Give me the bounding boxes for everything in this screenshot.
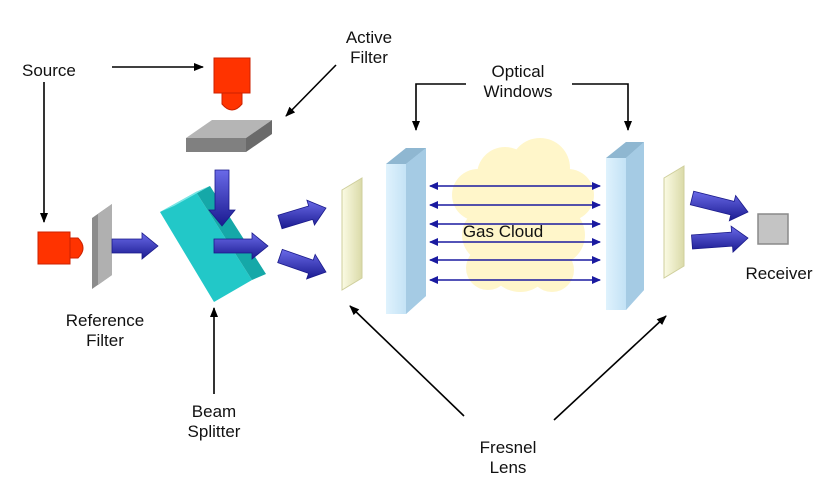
label-reference-filter: Reference Filter	[65, 311, 145, 350]
fresnel-lens-right	[663, 165, 685, 279]
source-emitter	[213, 57, 251, 111]
fresnel-lens-left	[341, 177, 363, 291]
beam-arrow-active-down	[208, 169, 236, 227]
optical-windows-left-arrow	[412, 83, 466, 131]
beam-arrow-to-receiver-upper	[689, 190, 749, 222]
active-filter-arrow	[285, 64, 337, 117]
label-optical-windows: Optical Windows	[483, 62, 553, 101]
beam-arrow-to-receiver-lower	[691, 225, 749, 253]
optical-window-right	[606, 142, 644, 310]
gas-chamber-rays	[429, 182, 601, 284]
label-fresnel-lens: Fresnel Lens	[479, 438, 537, 477]
receiver	[757, 213, 789, 245]
optical-window-left	[386, 148, 426, 314]
beam-splitter	[160, 186, 266, 302]
label-gas-cloud: Gas Cloud	[462, 222, 544, 241]
reference-filter	[92, 204, 112, 289]
beam-arrows	[111, 169, 749, 280]
label-beam-splitter: Beam Splitter	[187, 402, 241, 441]
beam-arrow-splitter-out	[213, 232, 269, 260]
fresnel-left-arrow	[349, 305, 465, 417]
label-receiver: Receiver	[745, 264, 813, 283]
active-filter	[186, 120, 272, 152]
beam-arrow-to-lens-upper	[277, 199, 327, 230]
optical-windows-right-arrow	[572, 83, 632, 131]
label-pointer-arrows	[40, 63, 667, 421]
label-source: Source	[22, 61, 76, 80]
reference-source	[37, 231, 84, 265]
fresnel-right-arrow	[553, 315, 667, 421]
label-active-filter: Active Filter	[345, 28, 393, 67]
beam-arrow-to-lens-lower	[277, 248, 327, 280]
gas-cloud	[452, 138, 594, 292]
beam-arrow-reference	[111, 232, 159, 260]
